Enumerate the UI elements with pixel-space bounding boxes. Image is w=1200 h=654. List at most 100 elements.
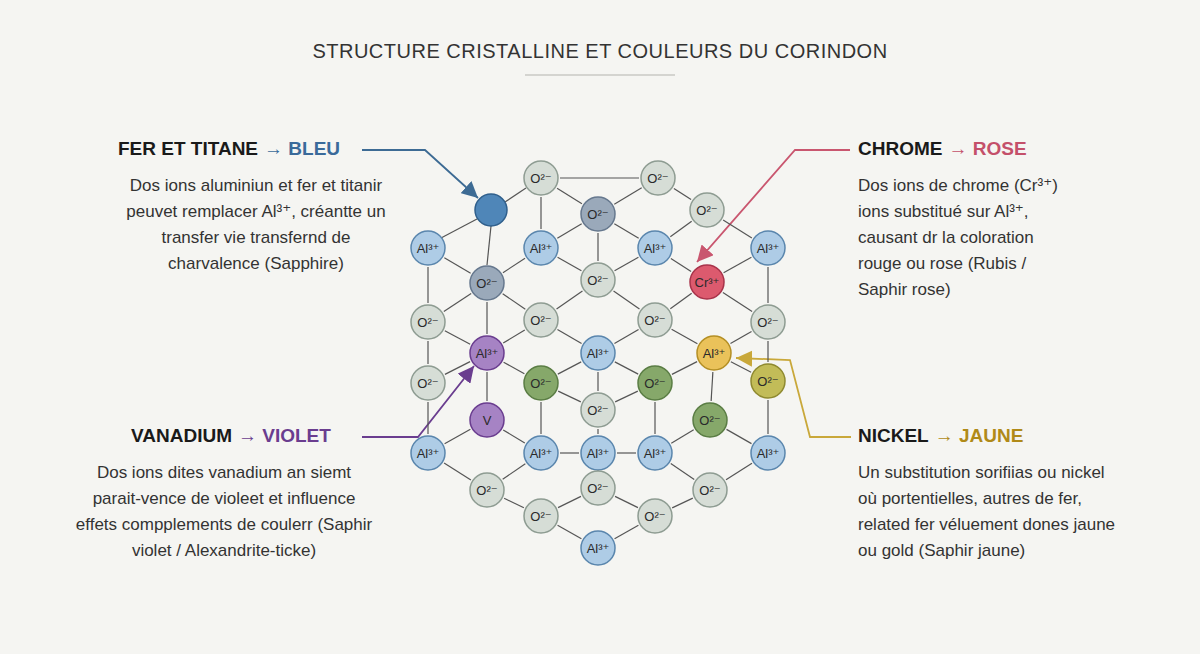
ion-symbol: O²⁻ — [587, 208, 608, 221]
lattice-bond — [767, 400, 768, 434]
ion-circle — [690, 193, 724, 227]
lattice-bond — [614, 330, 638, 344]
oxygen-ion: O²⁻ — [689, 192, 725, 228]
ion-symbol: O²⁻ — [530, 172, 551, 185]
oxygen-ion: O²⁻ — [750, 304, 786, 340]
lattice-bond — [503, 258, 525, 272]
callout-color: → JAUNE — [935, 425, 1024, 448]
aluminium-ion: Al³⁺ — [750, 230, 786, 266]
ion-symbol: O²⁻ — [476, 277, 497, 290]
ion-circle — [470, 336, 504, 370]
chromium-ion: Cr³⁺ — [689, 264, 725, 300]
ion-circle — [581, 263, 615, 297]
oxygen-ion: O²⁻ — [580, 392, 616, 428]
aluminium-ion: Al³⁺ — [410, 435, 446, 471]
ion-symbol: O²⁻ — [530, 510, 551, 523]
callout-text: Dos ions dites vanadium an siemt parait-… — [74, 460, 374, 564]
ion-symbol: O²⁻ — [757, 375, 778, 388]
oxygen-ion: O²⁻ — [523, 302, 559, 338]
aluminium-ion: Al³⁺ — [750, 435, 786, 471]
ion-symbol: Al³⁺ — [757, 242, 780, 255]
oxygen-ion: O²⁻ — [410, 304, 446, 340]
lattice-bond — [444, 258, 470, 274]
ion-circle — [751, 305, 785, 339]
callout-heading: CHROME — [858, 138, 942, 161]
lattice-bond — [615, 391, 638, 402]
aluminium-ion: Al³⁺ — [523, 230, 559, 266]
vanadium-ion: V — [469, 402, 505, 438]
lattice-bond — [674, 188, 691, 199]
ion-symbol: Al³⁺ — [417, 447, 440, 460]
callout-text: Dos ions de chrome (Cr³⁺) ions substitué… — [858, 173, 1073, 303]
ion-symbol: Al³⁺ — [587, 347, 610, 360]
ion-symbol: Al³⁺ — [530, 242, 553, 255]
lattice-bond — [615, 525, 639, 538]
lattice-bond — [615, 496, 638, 507]
ion-symbol: V — [483, 414, 492, 427]
oxygen-ion: O²⁻ — [580, 262, 616, 298]
ion-circle — [581, 336, 615, 370]
ion-circle — [411, 305, 445, 339]
ion-circle — [581, 197, 615, 231]
lattice-bond — [444, 293, 471, 311]
ion-symbol: Al³⁺ — [644, 447, 667, 460]
lattice-bond — [614, 224, 638, 239]
oxygen-ion: O²⁻ — [640, 160, 676, 196]
lattice-bond — [505, 188, 526, 202]
lattice-bond — [504, 362, 525, 374]
lattice-bond — [731, 362, 751, 373]
lattice-bond — [672, 498, 693, 508]
ion-circle — [524, 436, 558, 470]
ion-circle — [638, 366, 672, 400]
lattice-bond — [557, 291, 583, 309]
lattice-bond — [711, 372, 713, 401]
lattice-bond — [615, 257, 639, 270]
aluminium-ion: Al³⁺ — [410, 230, 446, 266]
lattice-bond — [445, 429, 471, 443]
lattice-bond — [727, 429, 752, 443]
ion-symbol: O²⁻ — [587, 404, 608, 417]
lattice-bond — [723, 220, 752, 238]
ion-circle — [751, 364, 785, 398]
ion-symbol: O²⁻ — [587, 482, 608, 495]
oxygen-ion: O²⁻ — [580, 196, 616, 232]
lattice-bond — [445, 331, 470, 344]
ion-circle — [411, 366, 445, 400]
title-rule — [525, 74, 675, 76]
ion-symbol: O²⁻ — [587, 274, 608, 287]
lattice-bond — [486, 302, 487, 334]
ion-symbol: O²⁻ — [699, 484, 720, 497]
ion-circle — [690, 265, 724, 299]
lattice-bond — [445, 362, 470, 375]
aluminium-ion: Al³⁺ — [580, 335, 616, 371]
lattice-bond — [615, 362, 638, 374]
ion-circle — [581, 436, 615, 470]
callout-text: Dos ions aluminiun et fer et titanir peu… — [116, 173, 396, 277]
ion-circle — [411, 231, 445, 265]
lattice-bond — [441, 219, 477, 238]
lattice-bond — [557, 224, 581, 239]
ion-symbol: Cr³⁺ — [695, 276, 720, 289]
aluminium-ion: Al³⁺ — [637, 230, 673, 266]
ion-symbol: Al³⁺ — [587, 542, 610, 555]
lattice-bond — [558, 525, 582, 538]
ion-symbol: O²⁻ — [417, 316, 438, 329]
ion-symbol: O²⁻ — [757, 316, 778, 329]
aluminium-ion: Al³⁺ — [523, 435, 559, 471]
lattice-bond — [614, 291, 640, 309]
lattice-bond — [444, 463, 471, 480]
ion-circle — [411, 436, 445, 470]
ion-circle — [470, 266, 504, 300]
lattice-bond — [427, 402, 428, 434]
oxygen-ion: O²⁻ — [580, 470, 616, 506]
oxygen-ion: O²⁻ — [410, 365, 446, 401]
lattice-bond — [671, 430, 693, 443]
ion-symbol: O²⁻ — [476, 484, 497, 497]
lattice-bond — [672, 329, 698, 343]
aluminium-ion: Al³⁺ — [637, 435, 673, 471]
lattice-bond — [723, 292, 752, 311]
lattice-bond — [670, 293, 691, 309]
iron-titanium-ion — [475, 194, 507, 226]
ion-symbol: O²⁻ — [699, 414, 720, 427]
callout-color: → VIOLET — [238, 425, 331, 448]
